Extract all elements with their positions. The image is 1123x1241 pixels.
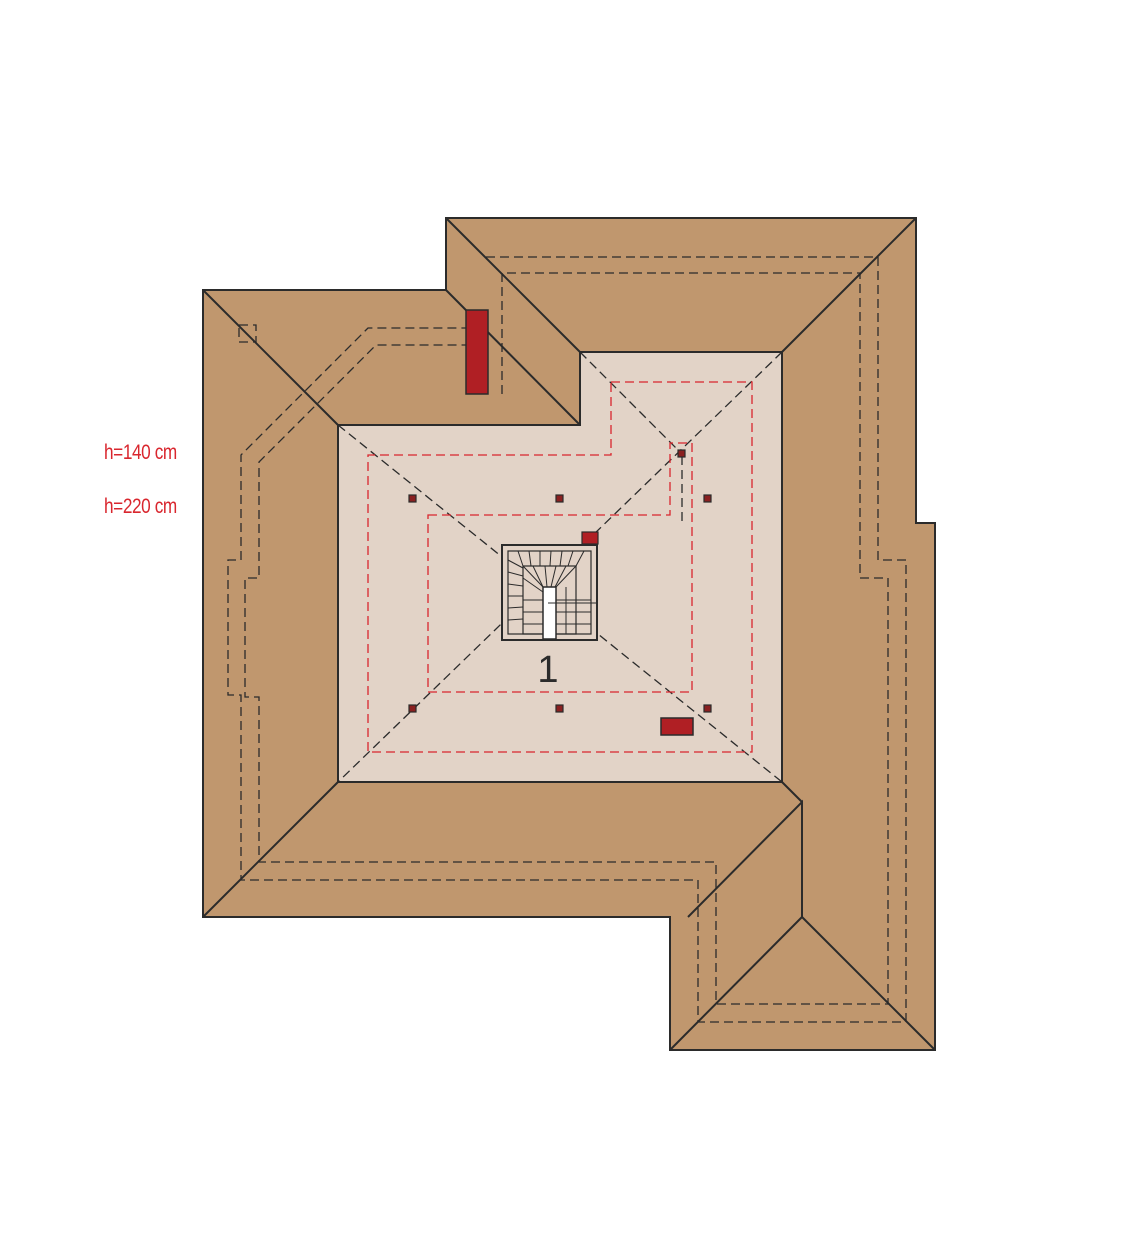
ventilation-duct-large xyxy=(660,717,694,736)
height-lines xyxy=(367,381,753,753)
post xyxy=(703,494,712,503)
room-number: 1 xyxy=(537,649,558,691)
height-line-140 xyxy=(367,381,753,753)
post xyxy=(555,704,564,713)
height-line-220 xyxy=(427,442,693,693)
post xyxy=(703,704,712,713)
post xyxy=(555,494,564,503)
ventilation-duct-small xyxy=(581,531,599,545)
post xyxy=(408,494,417,503)
staircase xyxy=(501,544,598,641)
post xyxy=(677,449,686,458)
posts xyxy=(408,449,712,713)
chimney xyxy=(465,309,489,395)
legend-low-height: h=140 cm xyxy=(104,441,177,464)
stair-well xyxy=(542,586,557,640)
legend-high-height: h=220 cm xyxy=(104,495,177,518)
post xyxy=(408,704,417,713)
